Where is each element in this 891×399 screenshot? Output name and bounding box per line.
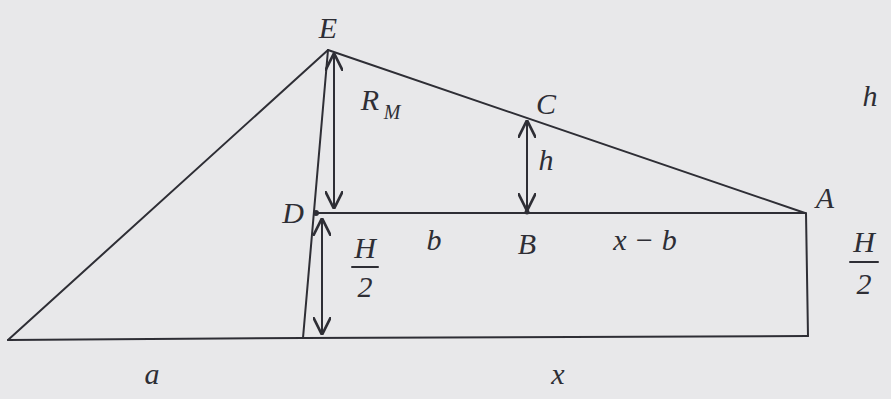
point-d <box>313 210 319 216</box>
point-label: A <box>816 183 834 213</box>
point-b <box>525 210 530 215</box>
fraction-denominator: 2 <box>358 272 373 302</box>
slope-line <box>8 50 328 340</box>
rm-arrow <box>333 55 335 207</box>
fraction-bar <box>352 266 378 268</box>
ground-line <box>303 336 808 338</box>
fraction-denominator: 2 <box>857 269 872 299</box>
point-label: D <box>282 198 304 228</box>
length-label: b <box>427 225 442 255</box>
top-line <box>328 50 805 213</box>
h-arrow <box>526 122 528 209</box>
point-label: B <box>518 229 536 259</box>
fraction-bar <box>850 261 878 263</box>
point-label: E <box>319 13 337 43</box>
chord-line <box>315 212 805 214</box>
h2-arrow <box>321 220 323 333</box>
base-line <box>8 338 303 340</box>
fraction-numerator: H <box>853 227 875 257</box>
length-label: a <box>145 359 160 389</box>
length-label: x − b <box>613 225 677 255</box>
height-label: h <box>539 145 554 175</box>
radius-subscript: M <box>384 102 401 122</box>
fraction-numerator: H <box>354 233 376 263</box>
height-label: h <box>863 81 878 111</box>
radius-label: R <box>361 85 379 115</box>
right-side <box>806 213 808 336</box>
vertical-line <box>303 50 328 338</box>
length-label: x <box>551 359 564 389</box>
point-label: C <box>536 89 556 119</box>
